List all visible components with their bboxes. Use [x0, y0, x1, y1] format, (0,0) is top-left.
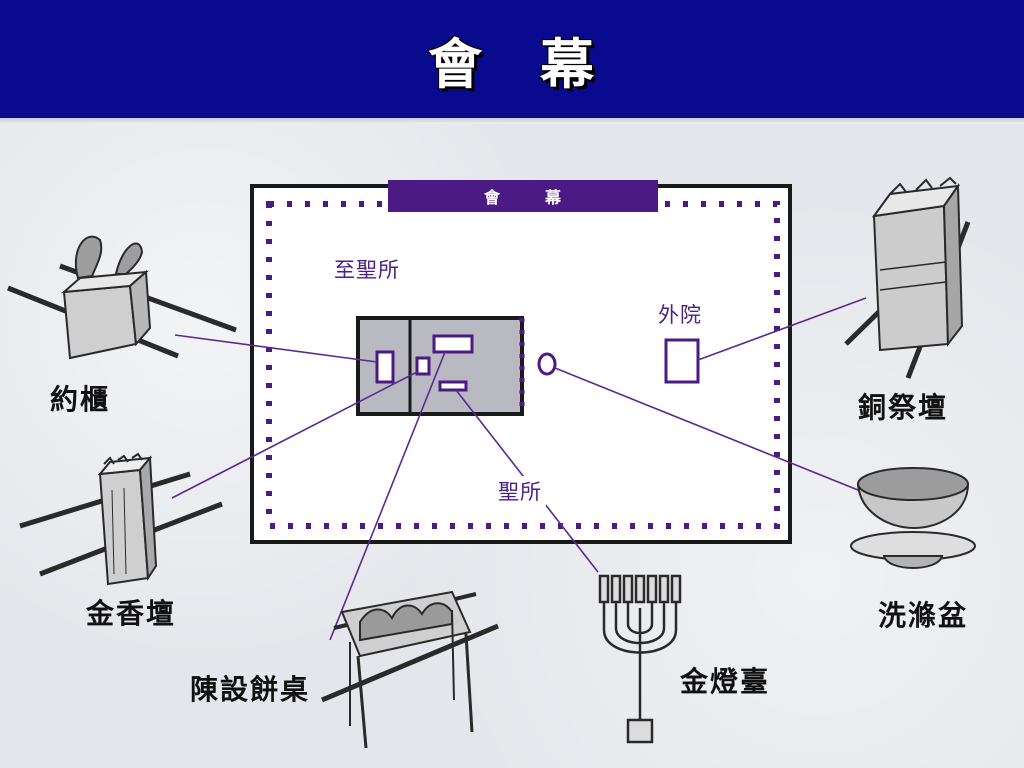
incense-altar-label: 金香壇	[86, 597, 177, 630]
bronze-altar-leader-line	[697, 297, 867, 361]
showbread-table-marker	[432, 334, 474, 354]
lampstand-marker	[438, 380, 468, 392]
tent-structure	[356, 316, 525, 416]
diagram-banner-label: 會 幕	[388, 181, 658, 211]
bronze-altar-illustration	[844, 176, 971, 379]
ark-marker	[375, 350, 395, 384]
title-bar-divider	[0, 118, 1024, 124]
holy-place-label: 聖所	[494, 476, 546, 506]
title-bar	[0, 0, 1024, 118]
page-title-char-2: 幕	[540, 31, 596, 96]
diagram-banner-char-1: 會	[483, 188, 501, 207]
page-title-char-1: 會	[428, 31, 484, 96]
ark-leader-line	[174, 334, 378, 363]
laver-illustration	[850, 467, 976, 569]
diagram-banner	[388, 180, 658, 212]
outer-court-label: 外院	[654, 299, 706, 329]
showbread-table-illustration	[321, 590, 499, 749]
diagram-banner-char-2: 幕	[545, 188, 563, 207]
lampstand-illustration	[598, 574, 682, 744]
laver-marker	[537, 352, 557, 376]
showbread-table-label: 陳設餅桌	[190, 673, 311, 706]
incense-altar-illustration	[19, 452, 223, 586]
ark-label: 約櫃	[50, 383, 111, 416]
ark-illustration	[7, 235, 237, 360]
page-title: 會 幕	[0, 0, 1024, 118]
bronze-altar-marker	[664, 338, 700, 384]
incense-altar-marker	[415, 356, 431, 376]
showbread-table-leader-line	[329, 351, 446, 641]
laver-leader-line	[554, 367, 859, 491]
laver-label: 洗滌盆	[878, 599, 969, 632]
lampstand-label: 金燈臺	[680, 665, 771, 698]
holy-of-holies-label: 至聖所	[330, 254, 404, 284]
bronze-altar-label: 銅祭壇	[858, 391, 949, 424]
incense-altar-leader-line	[171, 371, 418, 499]
leader-lines	[171, 297, 867, 641]
